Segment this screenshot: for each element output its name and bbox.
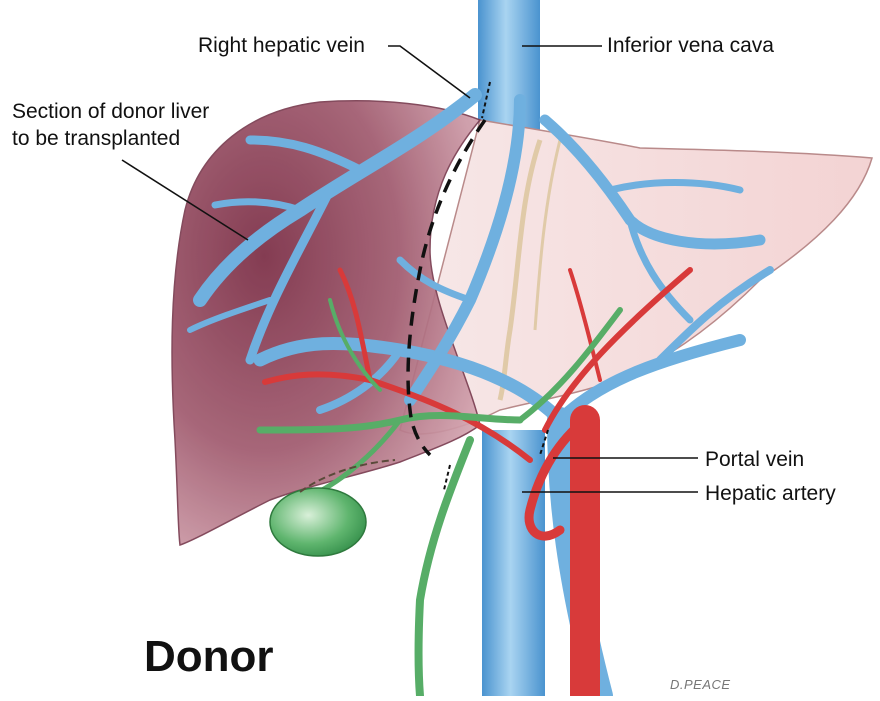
label-section-line1: Section of donor liver — [12, 100, 209, 124]
inferior-vena-cava — [478, 0, 540, 130]
right-liver-lobe — [172, 101, 480, 545]
artist-signature: D.PEACE — [670, 677, 731, 692]
inferior-vena-cava-lower — [482, 430, 545, 696]
label-right-hepatic-vein: Right hepatic vein — [198, 34, 365, 58]
diagram-title: Donor — [144, 632, 274, 682]
left-liver-lobe — [400, 120, 872, 434]
label-hepatic-artery: Hepatic artery — [705, 482, 836, 506]
gallbladder — [270, 488, 366, 556]
label-section-line2: to be transplanted — [12, 127, 180, 151]
label-portal-vein: Portal vein — [705, 448, 804, 472]
label-inferior-vena-cava: Inferior vena cava — [607, 34, 774, 58]
